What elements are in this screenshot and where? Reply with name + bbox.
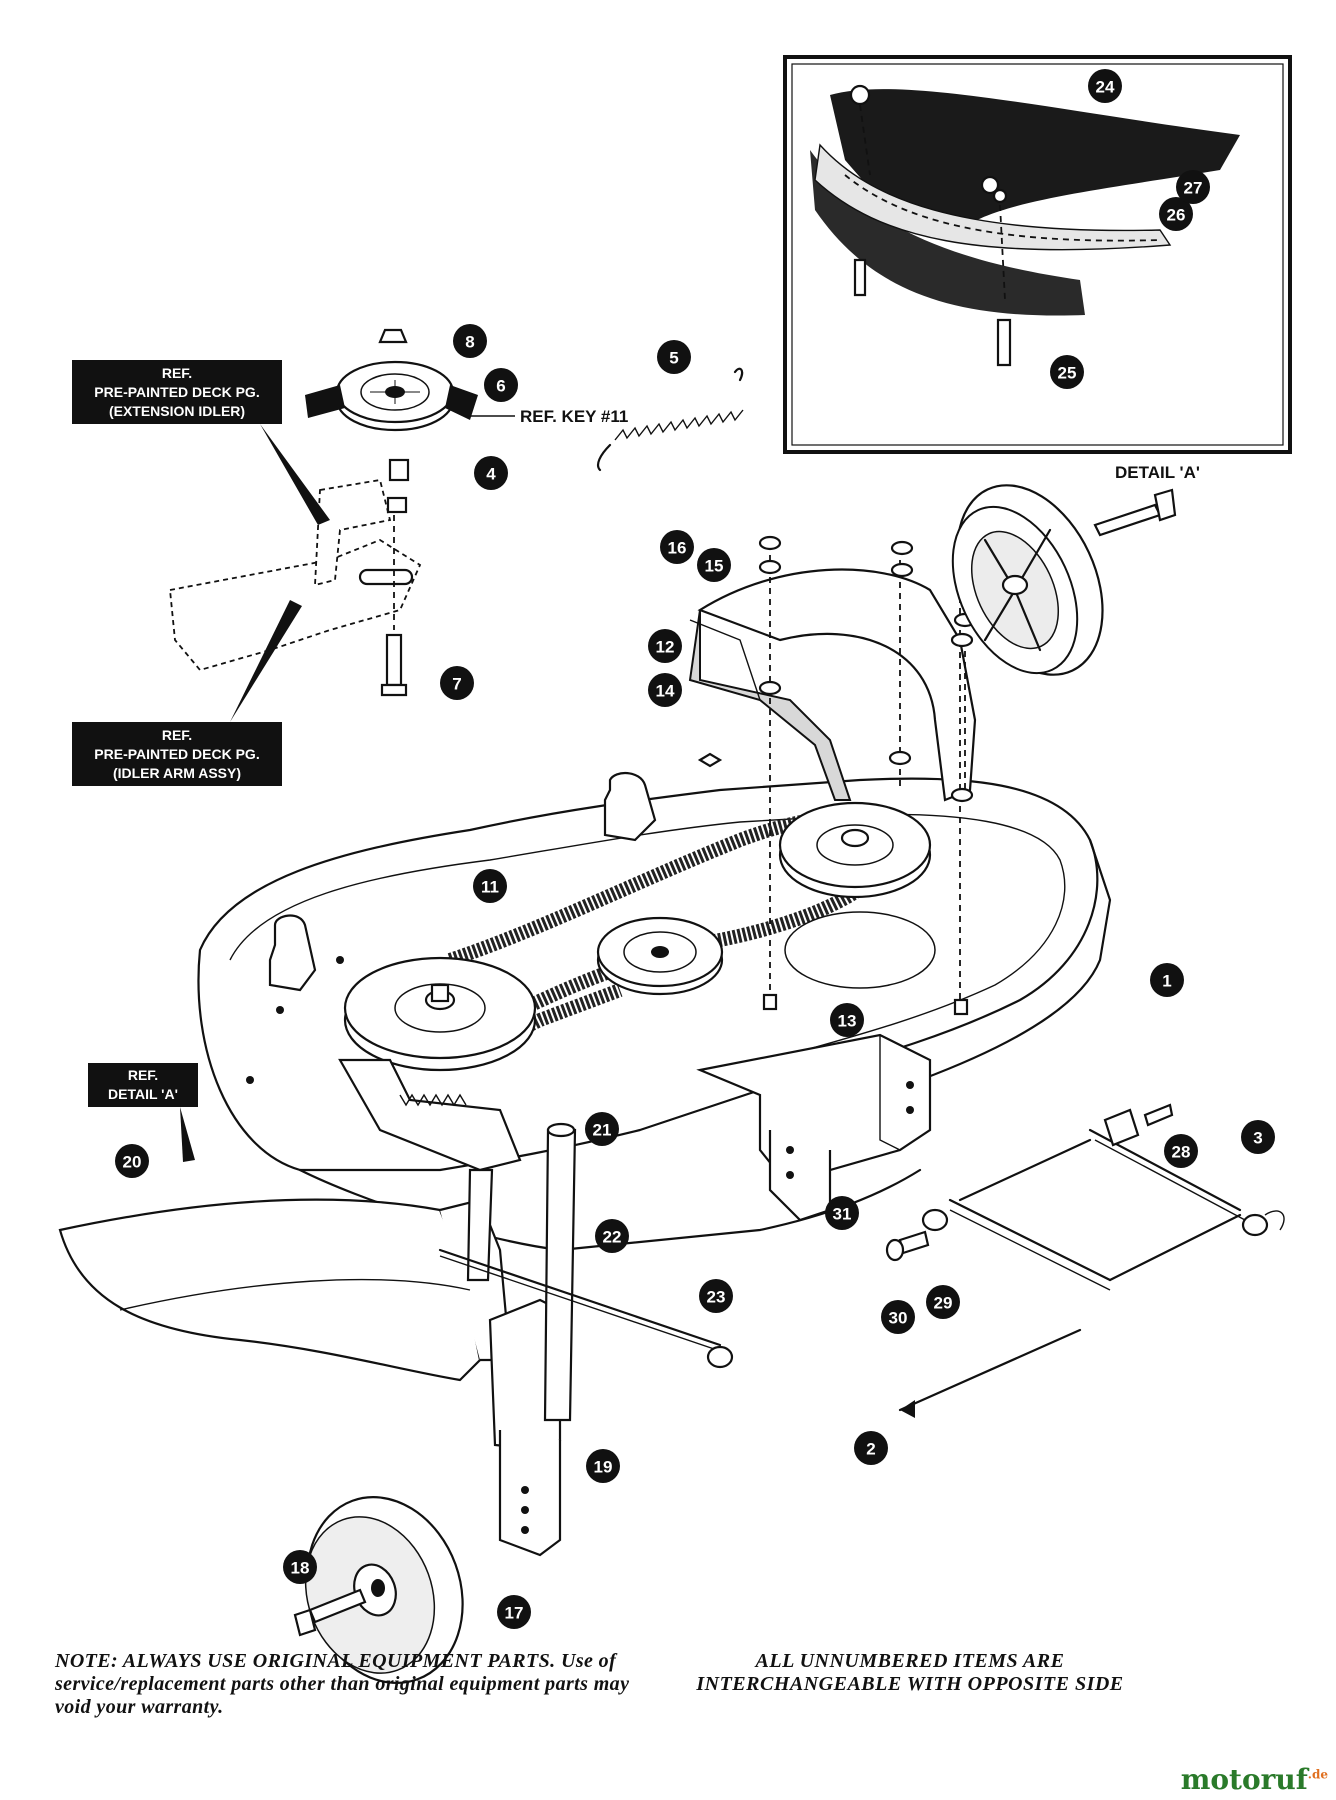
svg-text:13: 13 [838, 1012, 857, 1031]
callout-28: 28 [1164, 1134, 1198, 1168]
discharge-chute [58, 1198, 512, 1382]
callout-27: 27 [1176, 170, 1210, 204]
right-spindle-pulley [778, 801, 936, 989]
watermark-logo: motoruf.de [1180, 1763, 1328, 1796]
svg-text:30: 30 [889, 1309, 908, 1328]
svg-text:31: 31 [833, 1205, 852, 1224]
callout-7: 7 [440, 666, 474, 700]
callout-26: 26 [1159, 197, 1193, 231]
svg-text:7: 7 [452, 675, 461, 694]
callout-21: 21 [585, 1112, 619, 1146]
callout-20: 20 [115, 1144, 149, 1178]
front-gauge-wheel [293, 1496, 464, 1684]
svg-text:14: 14 [656, 682, 675, 701]
svg-text:20: 20 [123, 1153, 142, 1172]
front-wheel-bracket [466, 1122, 577, 1557]
svg-text:6: 6 [496, 377, 505, 396]
svg-text:27: 27 [1184, 179, 1203, 198]
svg-text:19: 19 [594, 1458, 613, 1477]
callout-17: 17 [497, 1595, 531, 1629]
svg-text:18: 18 [291, 1559, 310, 1578]
mower-deck-housing [197, 777, 1112, 1252]
svg-text:(IDLER ARM ASSY): (IDLER ARM ASSY) [113, 765, 241, 781]
hardware-dashed-lines [697, 535, 977, 1016]
svg-text:PRE-PAINTED DECK PG.: PRE-PAINTED DECK PG. [94, 384, 259, 400]
ref-idler-arm-label: REF. PRE-PAINTED DECK PG. (IDLER ARM ASS… [72, 600, 302, 786]
idler-pulley [596, 916, 724, 996]
svg-text:24: 24 [1096, 78, 1115, 97]
rear-link-assembly [885, 1103, 1285, 1418]
svg-text:(EXTENSION IDLER): (EXTENSION IDLER) [109, 403, 245, 419]
tension-spring [596, 367, 744, 472]
svg-text:16: 16 [668, 539, 687, 558]
svg-text:23: 23 [707, 1288, 726, 1307]
svg-text:22: 22 [603, 1228, 622, 1247]
callout-16: 16 [660, 530, 694, 564]
callout-2: 2 [854, 1431, 888, 1465]
front-bracket [696, 1033, 932, 1222]
ref-key-label: REF. KEY #11 [520, 407, 628, 426]
svg-text:REF.: REF. [128, 1067, 158, 1083]
callout-31: 31 [825, 1196, 859, 1230]
extension-idler-assembly [169, 328, 478, 697]
svg-text:15: 15 [705, 557, 724, 576]
callout-1: 1 [1150, 963, 1184, 997]
note-unnumbered-items: ALL UNNUMBERED ITEMS ARE INTERCHANGEABLE… [696, 1650, 1124, 1695]
callout-8: 8 [453, 324, 487, 358]
svg-text:29: 29 [934, 1294, 953, 1313]
svg-text:25: 25 [1058, 364, 1077, 383]
detail-a-title: DETAIL 'A' [1115, 463, 1200, 482]
detail-a-inset [783, 55, 1292, 454]
left-spindle-pulley [343, 956, 537, 1072]
svg-text:8: 8 [465, 333, 474, 352]
callout-23: 23 [699, 1279, 733, 1313]
svg-text:26: 26 [1167, 206, 1186, 225]
callout-29: 29 [926, 1285, 960, 1319]
callout-6: 6 [484, 368, 518, 402]
svg-text:17: 17 [505, 1604, 524, 1623]
svg-text:11: 11 [481, 878, 499, 897]
svg-text:12: 12 [656, 638, 675, 657]
svg-text:28: 28 [1172, 1143, 1191, 1162]
callout-18: 18 [283, 1550, 317, 1584]
svg-text:REF.: REF. [162, 727, 192, 743]
svg-text:3: 3 [1253, 1129, 1262, 1148]
callout-5: 5 [657, 340, 691, 374]
callout-11: 11 [473, 869, 507, 903]
svg-text:REF.: REF. [162, 365, 192, 381]
lift-rod-22 [438, 1248, 734, 1369]
note-original-parts: NOTE: ALWAYS USE ORIGINAL EQUIPMENT PART… [55, 1650, 630, 1718]
callout-15: 15 [697, 548, 731, 582]
ref-detail-a-label: REF. DETAIL 'A' [88, 1063, 198, 1162]
callout-4: 4 [474, 456, 508, 490]
belt-guard [688, 568, 977, 802]
callout-12: 12 [648, 629, 682, 663]
ref-extension-idler-label: REF. PRE-PAINTED DECK PG. (EXTENSION IDL… [72, 360, 330, 525]
svg-text:PRE-PAINTED DECK PG.: PRE-PAINTED DECK PG. [94, 746, 259, 762]
svg-text:21: 21 [593, 1121, 612, 1140]
callout-14: 14 [648, 673, 682, 707]
idler-spring-bracket [338, 1058, 522, 1172]
callout-13: 13 [830, 1003, 864, 1037]
callout-22: 22 [595, 1219, 629, 1253]
callout-3: 3 [1241, 1120, 1275, 1154]
svg-text:2: 2 [866, 1440, 875, 1459]
callout-19: 19 [586, 1449, 620, 1483]
rear-gauge-wheel [951, 484, 1177, 676]
svg-text:4: 4 [486, 465, 496, 484]
svg-text:5: 5 [669, 349, 678, 368]
callout-30: 30 [881, 1300, 915, 1334]
svg-text:1: 1 [1162, 972, 1171, 991]
deck-hanger-brackets [268, 772, 657, 992]
callout-25: 25 [1050, 355, 1084, 389]
svg-text:DETAIL 'A': DETAIL 'A' [108, 1086, 178, 1102]
callout-24: 24 [1088, 69, 1122, 103]
